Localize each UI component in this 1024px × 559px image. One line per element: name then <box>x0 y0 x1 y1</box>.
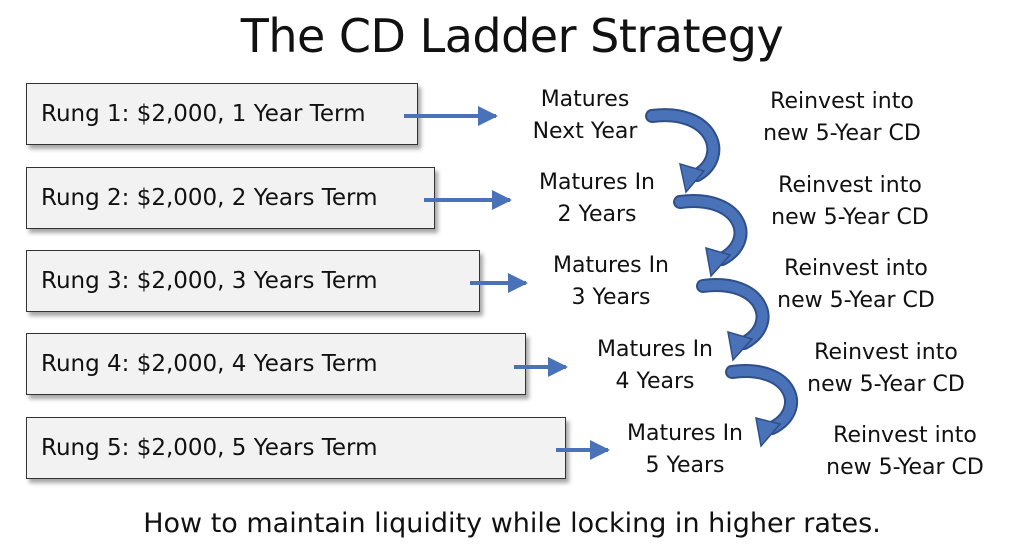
reinvest-label-5: Reinvest into new 5-Year CD <box>826 423 984 480</box>
matures-label-4: Matures In 4 Years <box>596 337 713 394</box>
curved-arrow-icon <box>696 278 770 362</box>
rung-label: Rung 5: $2,000, 5 Years Term <box>41 435 378 461</box>
rung-label: Rung 3: $2,000, 3 Years Term <box>41 268 378 294</box>
rung-box-4: Rung 4: $2,000, 4 Years Term <box>26 333 526 395</box>
reinvest-label-2: Reinvest into new 5-Year CD <box>771 173 929 230</box>
footer-caption: How to maintain liquidity while locking … <box>143 508 881 539</box>
reinvest-label-4: Reinvest into new 5-Year CD <box>807 340 965 397</box>
curved-arrow-icon <box>725 364 798 448</box>
reinvest-label-1: Reinvest into new 5-Year CD <box>763 89 921 146</box>
matures-label-5: Matures In 5 Years <box>626 421 743 478</box>
curved-arrow-icon <box>645 108 721 194</box>
matures-label-3: Matures In 3 Years <box>552 253 669 310</box>
reinvest-label-3: Reinvest into new 5-Year CD <box>777 256 935 313</box>
rung-box-3: Rung 3: $2,000, 3 Years Term <box>26 250 480 312</box>
rung-label: Rung 4: $2,000, 4 Years Term <box>41 351 378 377</box>
matures-label-2: Matures In 2 Years <box>538 170 655 227</box>
diagram-title: The CD Ladder Strategy <box>240 9 784 63</box>
curved-arrow-icon <box>673 194 748 278</box>
rung-box-1: Rung 1: $2,000, 1 Year Term <box>26 83 418 145</box>
rung-label: Rung 2: $2,000, 2 Years Term <box>41 185 378 211</box>
rung-label: Rung 1: $2,000, 1 Year Term <box>41 101 366 127</box>
matures-label-1: Matures Next Year <box>532 87 638 144</box>
rung-box-5: Rung 5: $2,000, 5 Years Term <box>26 417 566 479</box>
rung-box-2: Rung 2: $2,000, 2 Years Term <box>26 167 435 229</box>
